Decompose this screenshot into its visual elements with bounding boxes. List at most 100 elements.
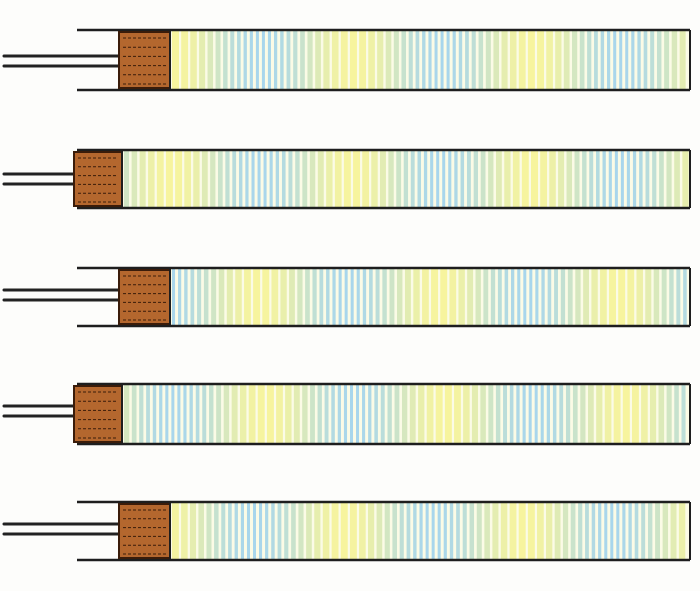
wave-stripe: [583, 269, 589, 325]
wave-stripe: [578, 503, 583, 559]
wave-stripe: [223, 385, 230, 443]
wave-stripe: [436, 151, 440, 207]
wave-stripe: [271, 269, 279, 325]
wave-stripe: [288, 151, 293, 207]
wave-stripe: [530, 151, 538, 207]
wave-stripe: [518, 503, 526, 559]
wave-stripe: [631, 31, 635, 89]
wave-stripe: [338, 269, 342, 325]
wave-stripe: [350, 385, 354, 443]
wave-stripe: [237, 31, 241, 89]
speaker-body: [118, 503, 171, 559]
wave-stripe: [230, 31, 235, 89]
wave-stripe: [452, 31, 456, 89]
wave-stripe: [172, 31, 179, 89]
wave-stripe: [210, 151, 216, 207]
wave-stripe: [228, 503, 232, 559]
wave-stripe: [662, 503, 669, 559]
wave-stripe: [257, 151, 261, 207]
wave-stripe: [466, 151, 471, 207]
wave-stripe: [223, 31, 228, 89]
wave-stripe: [371, 151, 378, 207]
wave-stripe: [139, 151, 146, 207]
wave-stripe: [257, 385, 265, 443]
wave-stripe: [511, 269, 515, 325]
wave-stripe: [552, 385, 557, 443]
tube-2: [2, 148, 691, 210]
wave-stripe: [572, 31, 578, 89]
wave-stripe: [645, 269, 652, 325]
wave-stripe: [628, 503, 632, 559]
wave-stripe: [356, 269, 360, 325]
wave-stripe: [669, 269, 674, 325]
wave-stripe: [572, 385, 578, 443]
wave-stripe: [376, 503, 383, 559]
wave-stripe: [626, 151, 630, 207]
wave-stripe: [517, 269, 521, 325]
wave-stripe: [483, 269, 489, 325]
wave-stripe: [591, 269, 598, 325]
wave-stripe: [362, 269, 367, 325]
wave-stripe: [396, 151, 402, 207]
wave-stripe: [622, 503, 626, 559]
wave-stripe: [409, 385, 416, 443]
wave-stripe: [647, 503, 653, 559]
wave-stripe: [314, 503, 321, 559]
wave-stripe: [306, 503, 312, 559]
wave-stripe: [252, 503, 256, 559]
wave-stripe: [248, 385, 256, 443]
wave-stripe: [344, 269, 348, 325]
tube-5: [2, 500, 691, 562]
wave-stripe: [362, 151, 370, 207]
wave-stripe: [575, 269, 581, 325]
wave-stripe: [207, 31, 214, 89]
wave-stripe: [613, 385, 621, 443]
wave-stripe: [449, 503, 454, 559]
wave-stripe: [172, 503, 179, 559]
wave-stripe: [262, 269, 270, 325]
wave-stripe: [637, 31, 641, 89]
air-molecule-stripes: [172, 269, 687, 325]
wave-stripe: [475, 269, 481, 325]
wave-stripe: [273, 31, 278, 89]
wave-stripe: [563, 31, 570, 89]
wave-stripe: [431, 269, 439, 325]
wave-stripe: [418, 385, 425, 443]
wave-stripe: [385, 31, 392, 89]
wave-stripe: [331, 503, 339, 559]
wave-stripe: [490, 269, 496, 325]
wave-stripe: [579, 31, 585, 89]
wave-stripe: [269, 151, 273, 207]
wave-stripe: [312, 269, 317, 325]
wave-stripe: [585, 503, 589, 559]
wave-stripe: [678, 503, 686, 559]
wave-stripe: [658, 385, 665, 443]
wave-stripe: [417, 151, 422, 207]
wave-stripe: [178, 269, 182, 325]
wave-stripe: [614, 151, 618, 207]
wave-stripe: [253, 269, 261, 325]
wave-stripe: [428, 31, 432, 89]
wave-stripe: [652, 151, 657, 207]
wave-stripe: [493, 31, 500, 89]
wave-stripe: [656, 31, 662, 89]
wave-stripe: [504, 269, 509, 325]
wave-stripe: [600, 31, 605, 89]
wave-stripe: [377, 31, 384, 89]
wave-stripe: [456, 503, 460, 559]
wave-stripe: [674, 151, 680, 207]
wave-stripe: [566, 151, 573, 207]
wave-stripe: [473, 151, 478, 207]
wave-stripe: [440, 31, 444, 89]
wave-stripe: [503, 385, 508, 443]
wave-stripe: [302, 385, 308, 443]
wave-stripe: [591, 503, 596, 559]
wave-stripe: [540, 385, 544, 443]
wave-stripe: [469, 503, 475, 559]
wave-stripe: [422, 269, 429, 325]
air-molecule-stripes: [172, 31, 686, 89]
wave-stripe: [618, 269, 626, 325]
wave-stripe: [664, 31, 670, 89]
wave-stripe: [546, 31, 553, 89]
wave-stripe: [527, 503, 535, 559]
